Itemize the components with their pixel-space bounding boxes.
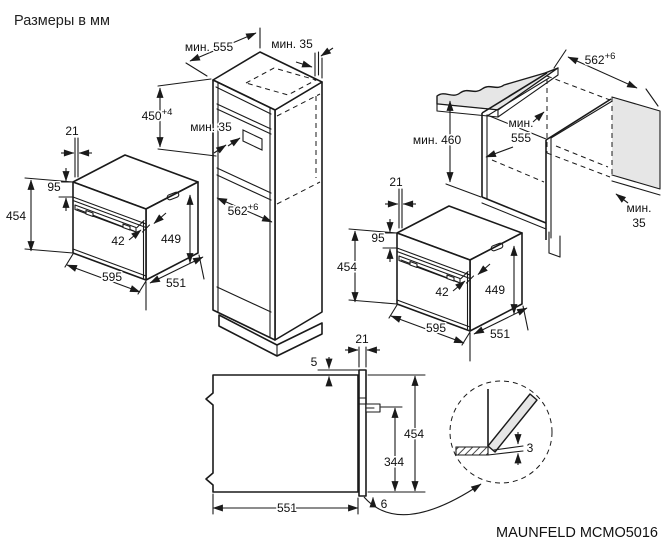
adjacent-countertop-panel (612, 97, 660, 189)
dim-section-depth: 551 (277, 501, 297, 515)
dim-oven-body-height: 449 (161, 232, 181, 246)
section-view: 5 21 454 344 6 551 (205, 331, 482, 517)
page-title: Размеры в мм (14, 13, 110, 29)
dim-oven-depth: 551 (166, 276, 186, 290)
dim-base-min-depth-line2: 555 (511, 131, 531, 145)
cabinet-section-body (205, 374, 359, 493)
dim-oven-width: 595 (426, 321, 446, 335)
dim-oven-height: 454 (337, 260, 357, 274)
dim-column-min-depth: мин. 555 (185, 40, 234, 54)
dim-oven-door-thickness: 21 (65, 124, 79, 138)
dim-column-niche-height: 450+4 (142, 107, 173, 123)
dim-oven-body-height: 449 (485, 283, 505, 297)
dim-oven-panel-height: 95 (371, 231, 385, 245)
oven-door-section (358, 369, 367, 497)
dim-oven-handle-depth: 42 (111, 234, 125, 248)
dim-oven-depth: 551 (490, 327, 510, 341)
detail-leader (363, 483, 482, 516)
vent-cutout (242, 129, 263, 151)
tall-cabinet: 450+4 мин. 555 мин. 35 мин. 35 562+6 (140, 27, 334, 357)
dim-oven-panel-height: 95 (47, 180, 61, 194)
dim-oven-width: 595 (102, 270, 122, 284)
dim-detail-door-gap: 3 (527, 441, 534, 455)
dim-oven-door-thickness: 21 (389, 175, 403, 189)
dim-column-niche-width: 562+6 (228, 202, 259, 218)
dim-base-niche-width: 562+6 (585, 51, 616, 67)
dim-base-min-depth-line1: мин. (509, 116, 534, 130)
open-door-edge (487, 393, 538, 453)
base-cabinet-niche: мин. 460 мин. 555 мин. 35 562+6 (411, 49, 661, 258)
dim-section-handle-height: 344 (384, 455, 404, 469)
dim-oven-handle-depth: 42 (435, 285, 449, 299)
dim-section-front-gap: 5 (311, 355, 318, 369)
dim-base-min-gap-line1: мин. (627, 201, 652, 215)
dim-base-min-gap-line2: 35 (632, 216, 646, 230)
dim-base-min-height: мин. 460 (413, 133, 462, 147)
detail-circle-group: 3 (449, 380, 553, 484)
dim-section-door-thickness: 21 (355, 332, 369, 346)
dim-column-vent-gap: мин. 35 (190, 120, 232, 134)
dim-section-height: 454 (404, 427, 424, 441)
dim-column-top-gap: мин. 35 (271, 37, 313, 51)
detail-circle (449, 380, 553, 484)
dim-oven-height: 454 (6, 209, 26, 223)
dim-section-bottom-gap: 6 (381, 497, 388, 511)
bottom-panel-hatch (455, 446, 489, 456)
model-label: MAUNFELD MCMO5016 (496, 525, 658, 541)
built-in-oven-left: 21 95 454 42 449 595 551 (4, 123, 204, 310)
built-in-oven-right: 21 95 454 42 449 595 551 (335, 174, 528, 361)
countertop-slab (436, 67, 559, 111)
